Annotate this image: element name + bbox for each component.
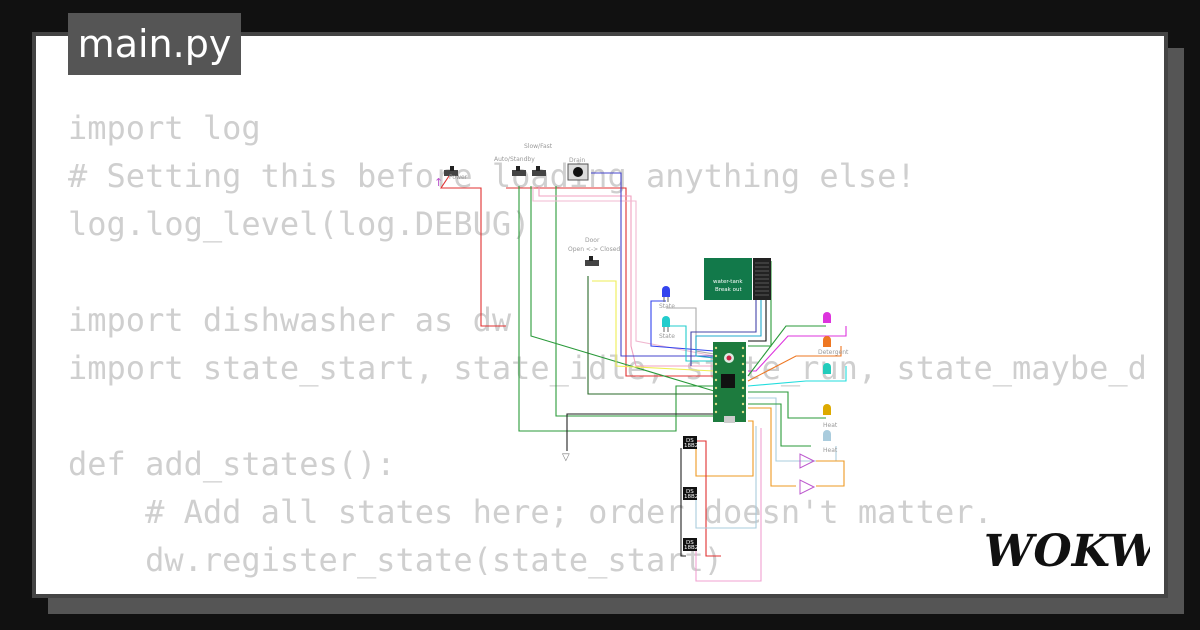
led-magenta[interactable] xyxy=(823,312,831,323)
wire-lightblue-sensor xyxy=(695,426,757,529)
sensor-label: 18B20 xyxy=(684,545,702,551)
wire-green-led xyxy=(747,325,826,377)
wire-lightblue-led xyxy=(748,397,837,462)
wire-green-2 xyxy=(530,186,715,392)
code-line: import state_start, state_idle, state_ru… xyxy=(68,349,1147,387)
led-lightblue-heat[interactable] xyxy=(823,430,831,441)
ground-symbol-icon: ▽ xyxy=(562,452,570,463)
power-label: Power xyxy=(449,174,468,181)
sensor-label: 18B20 xyxy=(684,443,702,449)
auto-standby-switch[interactable] xyxy=(512,166,526,176)
wire-black-ground xyxy=(566,413,714,451)
slow-fast-switch[interactable] xyxy=(532,166,546,176)
wire-bus-3 xyxy=(695,268,762,359)
wire-orange-buffer xyxy=(748,407,796,487)
temperature-sensor[interactable]: DS 18B20 xyxy=(683,538,702,551)
led-orange-detergent[interactable] xyxy=(823,336,831,347)
wire-pink xyxy=(538,186,714,367)
wire-green-3 xyxy=(555,186,714,417)
circuit-diagram[interactable]: ↑ ▽ Slow/Fast Auto/Standby Drain Power D… xyxy=(396,106,876,592)
file-tab-label: main.py xyxy=(77,22,232,66)
sensor-label: DS xyxy=(686,540,694,546)
wire-black-sensor xyxy=(680,448,686,557)
file-tab[interactable]: main.py xyxy=(68,13,241,75)
auto-standby-label: Auto/Standby xyxy=(494,156,535,163)
power-symbol-icon: ↑ xyxy=(434,176,443,189)
led-yellow-heat[interactable] xyxy=(823,404,831,415)
code-line: log.log_level(log.DEBUG) xyxy=(68,205,531,243)
power-switch[interactable] xyxy=(444,166,458,176)
wire-purple-drain xyxy=(591,172,714,357)
sensor-label: DS xyxy=(686,489,694,495)
temperature-sensor[interactable]: DS 18B20 xyxy=(683,436,702,449)
wire-magenta-led xyxy=(748,326,847,372)
wire-blue-state xyxy=(650,300,715,352)
door-switch[interactable] xyxy=(585,256,599,266)
wire-orange-buffer-2 xyxy=(816,460,845,487)
wire-pink-2 xyxy=(532,186,715,357)
wire-cyan-state xyxy=(666,325,714,362)
code-line: dw.register_state(state_idle) xyxy=(68,584,1147,594)
code-line: # Setting this before loading anything e… xyxy=(68,157,916,195)
wire-yellow-door xyxy=(592,280,715,372)
wokwi-logo-text: WOKWi xyxy=(984,526,1150,577)
wire-red xyxy=(439,175,506,327)
drain-label: Drain xyxy=(569,157,585,164)
wire-green-led-3 xyxy=(748,403,811,447)
wire-pink-sensor xyxy=(695,428,762,582)
raspberry-pi-pico-board[interactable] xyxy=(713,342,746,423)
buffer-gate-icon xyxy=(799,479,816,495)
wire-green-led-2 xyxy=(748,391,826,419)
temperature-sensor[interactable]: DS 18B20 xyxy=(683,487,702,500)
state-led-cyan[interactable] xyxy=(662,316,670,332)
state-led-blue[interactable] xyxy=(662,286,670,302)
wire-red-power xyxy=(506,187,714,377)
door-label: Door xyxy=(585,237,600,244)
water-tank-breakout-board[interactable]: water-tank Break out xyxy=(704,258,771,300)
wire-grey-state xyxy=(666,307,715,355)
heat-label: Heat xyxy=(823,447,838,454)
sensor-label: DS xyxy=(686,438,694,444)
state-led-label: State xyxy=(659,333,675,340)
slow-fast-label: Slow/Fast xyxy=(524,143,553,150)
code-line: import log xyxy=(68,109,261,147)
code-line: dw.register_state(state_start) xyxy=(68,541,724,579)
wokwi-logo: WOKWi xyxy=(984,526,1150,577)
wire-green-left xyxy=(518,186,714,432)
heat-label: Heat xyxy=(823,422,838,429)
breakout-label: water-tank xyxy=(713,279,743,285)
code-line: # Add all states here; order doesn't mat… xyxy=(68,493,993,531)
sensor-label: 18B20 xyxy=(684,494,702,500)
code-block: import log # Setting this before loading … xyxy=(68,104,1147,594)
wire-cyan-led xyxy=(747,366,847,387)
wire-darkgreen-door xyxy=(587,276,714,395)
detergent-label: Detergent xyxy=(818,349,849,356)
wire-orange-led xyxy=(747,346,842,382)
code-preview-card: import log # Setting this before loading … xyxy=(32,32,1168,598)
code-line: def add_states(): xyxy=(68,445,396,483)
state-led-label: State xyxy=(659,303,675,310)
wire-orange-sensor xyxy=(695,420,754,477)
buffer-gate-icon xyxy=(799,453,816,469)
door-state-label: Open <-> Closed xyxy=(568,246,620,253)
breakout-label: Break out xyxy=(715,287,742,293)
drain-pushbutton[interactable] xyxy=(567,163,589,181)
code-line: import dishwasher as dw xyxy=(68,301,512,339)
led-teal[interactable] xyxy=(823,363,831,374)
